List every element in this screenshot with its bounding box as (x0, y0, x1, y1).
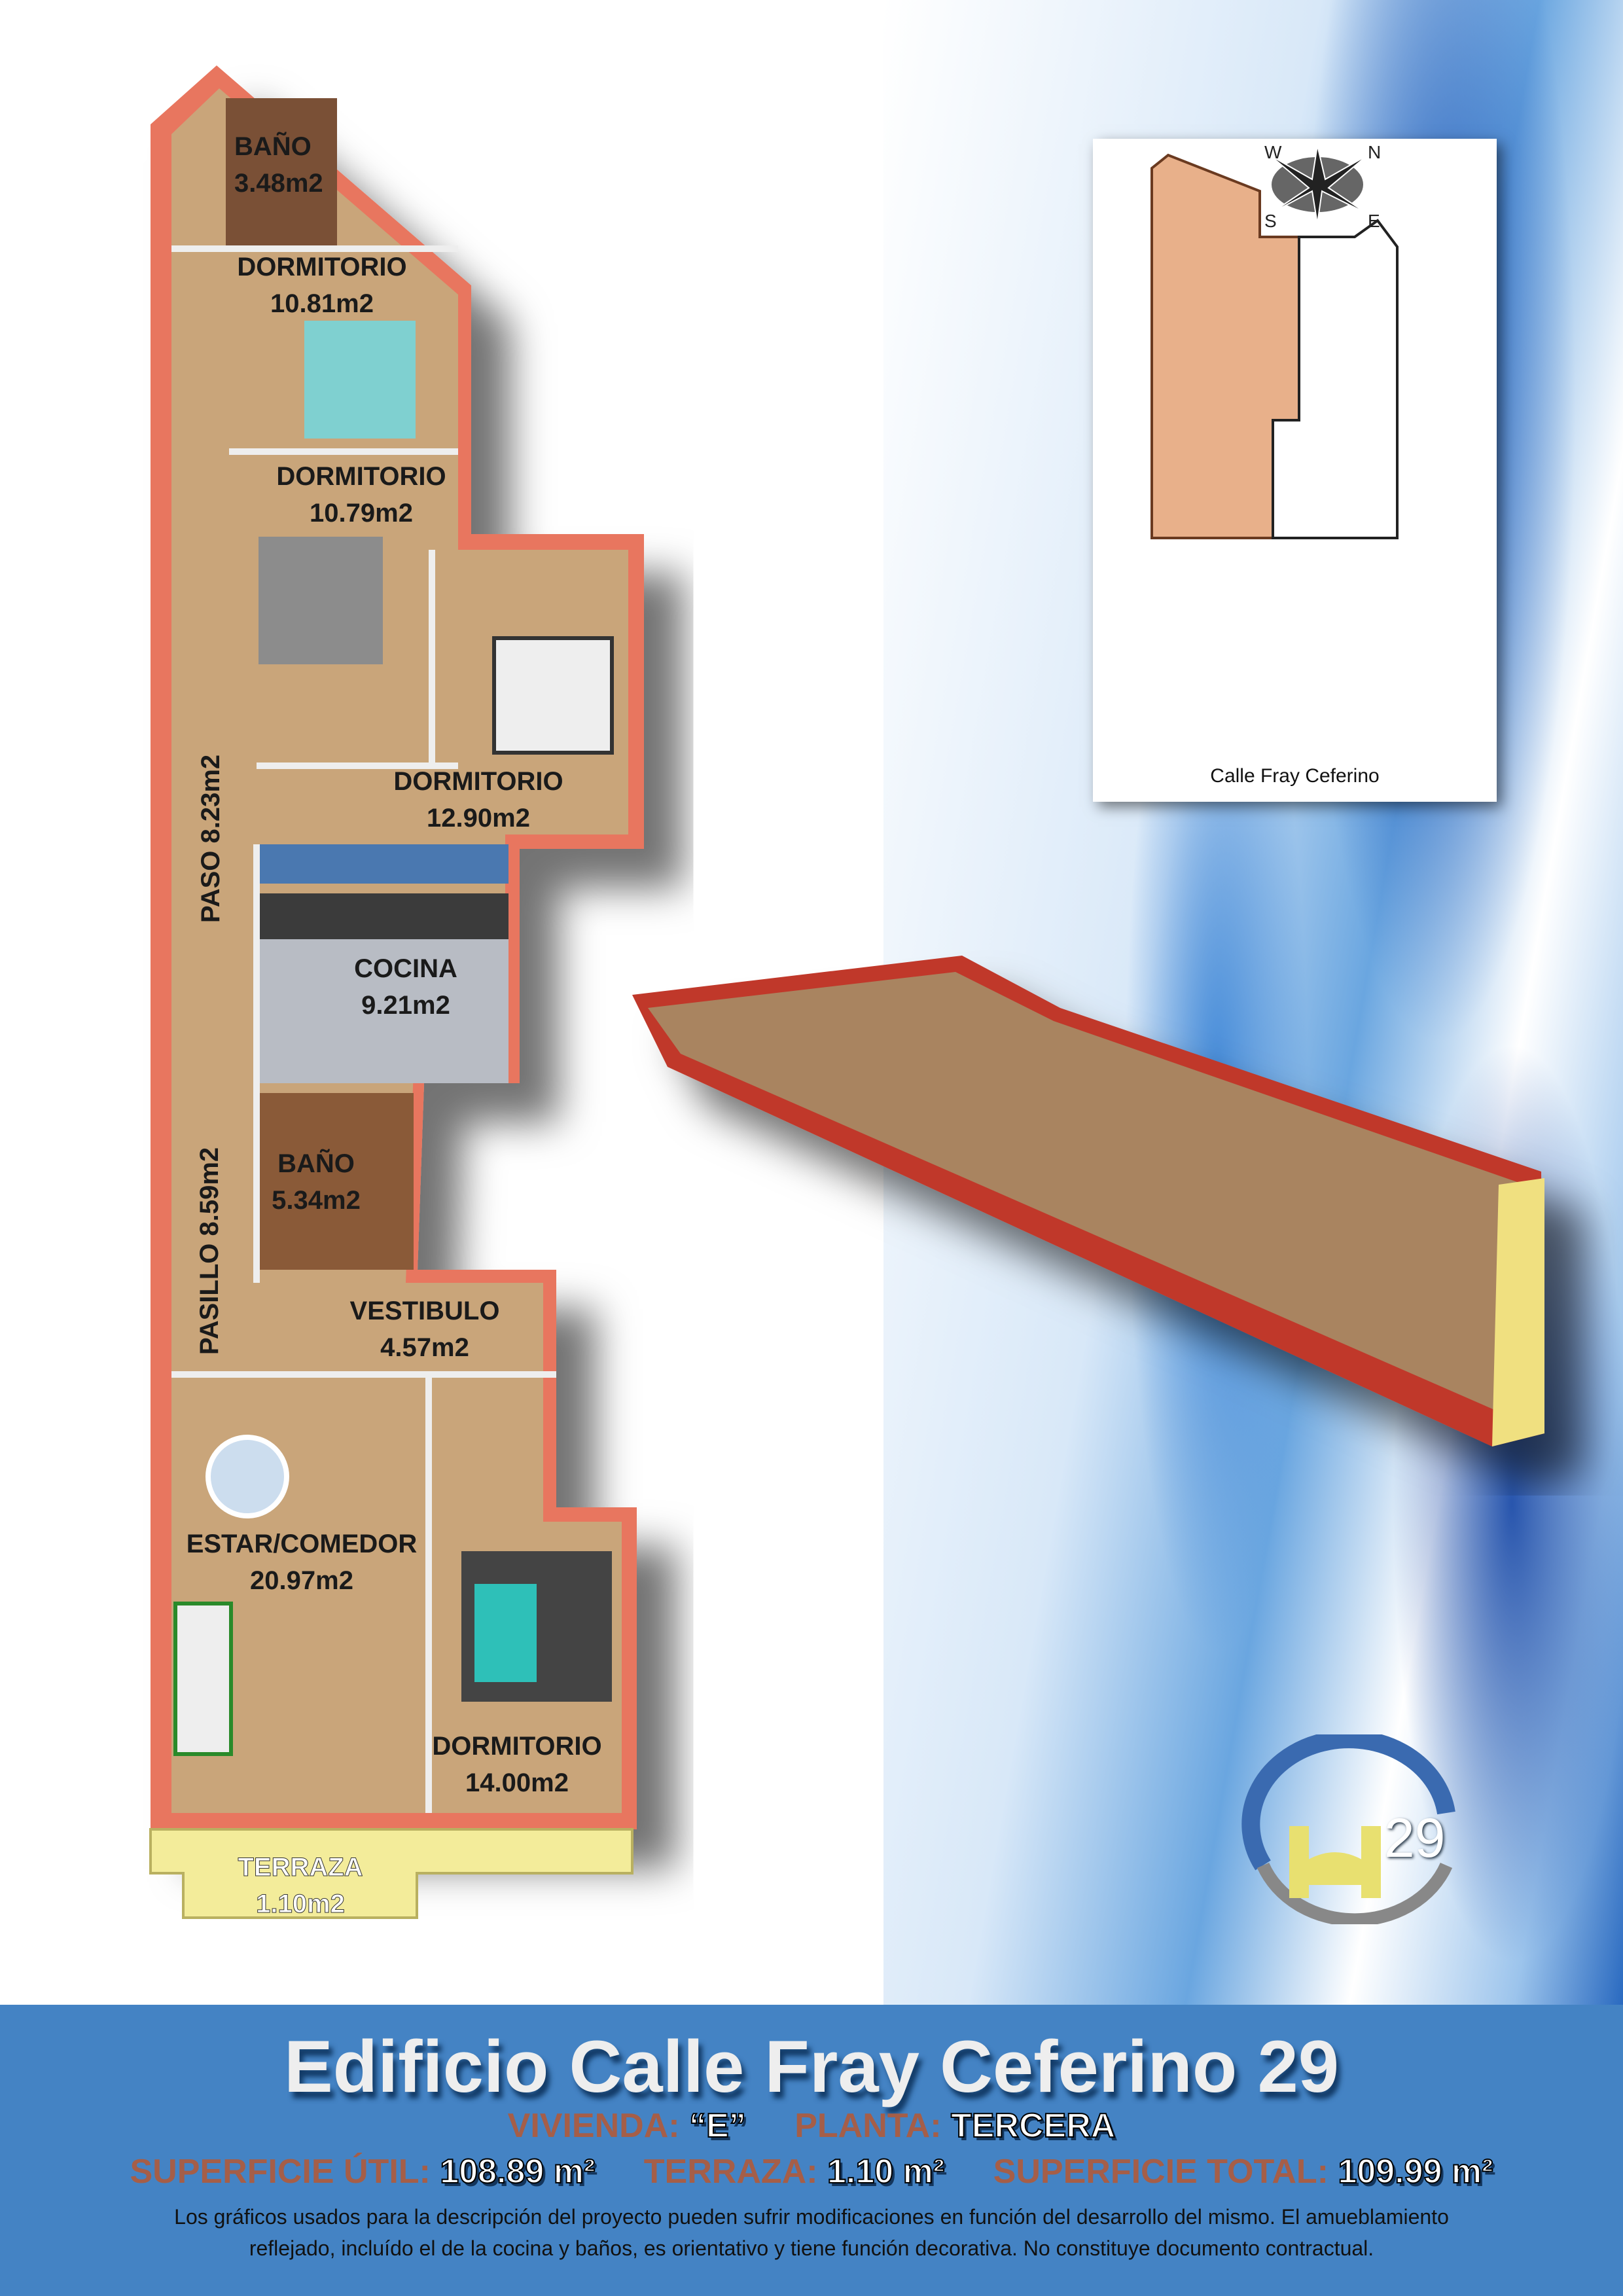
terraza-value: 1.10 m² (827, 2152, 945, 2191)
compass-s: S (1264, 211, 1277, 231)
vivienda-value: “E” (688, 2106, 747, 2145)
vivienda-label: VIVIENDA: (507, 2107, 680, 2145)
3d-render (632, 956, 1544, 1446)
building-logo: 29 (1237, 1730, 1466, 1927)
total-label: SUPERFICIE TOTAL: (993, 2153, 1329, 2191)
room-label-pasillo: PASILLO 8.59m2 (195, 1147, 224, 1355)
util-value: 108.89 m² (439, 2152, 596, 2191)
compass-e: E (1368, 211, 1380, 231)
terrace (149, 1828, 633, 1919)
util-label: SUPERFICIE ÚTIL: (130, 2153, 431, 2191)
bath-1-floor (226, 98, 337, 249)
kitchen-counter (257, 893, 508, 939)
total-value: 109.99 m² (1337, 2152, 1493, 2191)
map-caption: Calle Fray Ceferino (1210, 765, 1380, 787)
planta-label: PLANTA: (794, 2107, 942, 2145)
bed-1 (304, 321, 416, 439)
logo-number: 29 (1384, 1807, 1446, 1869)
planta-value: TERCERA (950, 2106, 1116, 2145)
compass-n: N (1368, 142, 1382, 162)
compass-icon (1269, 145, 1368, 224)
sofa (173, 1602, 233, 1756)
room-label-paso: PASO 8.23m2 (196, 754, 225, 923)
location-map-card: W N S E Calle Fray Ceferino (1093, 139, 1497, 802)
bed-3 (492, 636, 614, 755)
interior-walls (171, 245, 556, 1813)
building-title: Edificio Calle Fray Ceferino 29 (283, 2026, 1340, 2108)
compass-w: W (1264, 142, 1282, 162)
dining-table (205, 1435, 289, 1518)
bed-4-sheet (474, 1584, 537, 1682)
info-banner: Edificio Calle Fray Ceferino 29 VIVIENDA… (0, 2005, 1623, 2296)
bed-2 (259, 537, 383, 664)
bathroom-floor (257, 1093, 414, 1270)
kitchen-cabinets (257, 844, 508, 884)
disclaimer: Los gráficos usados para la descripción … (174, 2205, 1449, 2260)
terraza-label: TERRAZA: (643, 2153, 818, 2191)
building-plan-thumbnail (1150, 145, 1399, 539)
